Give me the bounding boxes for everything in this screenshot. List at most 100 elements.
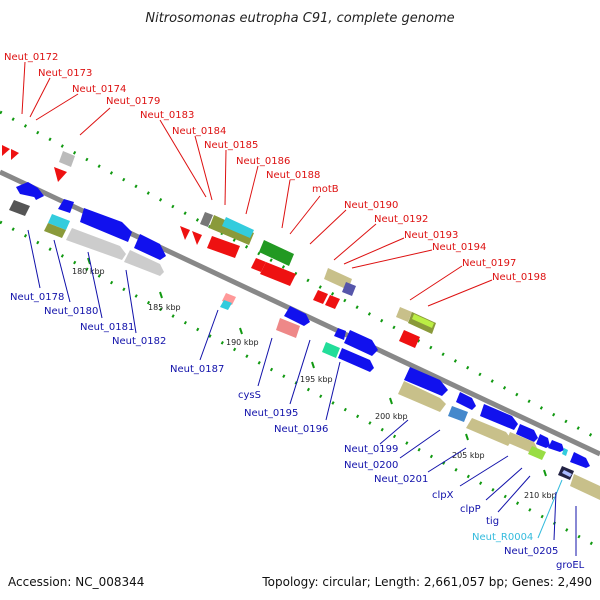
gene-label-reverse: tig: [486, 516, 499, 527]
gene-block: [9, 200, 30, 216]
gene-label-forward: Neut_0188: [266, 170, 320, 181]
gene-arrow-reverse: [548, 440, 564, 452]
gene-label-forward: Neut_0193: [404, 230, 458, 241]
map-title: Nitrosomonas eutropha C91, complete geno…: [145, 11, 454, 26]
scale-tick-line: [389, 397, 393, 405]
reverse-features: [9, 182, 600, 500]
gene-label-reverse: Neut_0196: [274, 424, 328, 435]
leader-line: [309, 209, 347, 245]
gene-arrow-forward: [399, 330, 420, 348]
gene-block: [562, 470, 572, 477]
leader-line: [194, 135, 213, 201]
gene-label-forward: motB: [312, 184, 339, 195]
gene-label-forward: Neut_0190: [344, 200, 398, 211]
gene-block: [276, 318, 300, 338]
gene-block: [48, 214, 70, 230]
reverse-labels: Neut_0178 Neut_0180 Neut_0181 Neut_0182 …: [10, 229, 585, 571]
leader-line: [289, 339, 311, 405]
leader-line: [289, 195, 321, 235]
accession-text: Accession: NC_008344: [8, 575, 144, 589]
gene-arrow-forward: [180, 226, 190, 240]
leader-line: [224, 149, 227, 206]
gene-arrow-reverse: [516, 424, 538, 442]
leader-line: [399, 429, 441, 459]
scale-tick-line: [87, 257, 91, 265]
gene-block: [528, 446, 546, 460]
leader-line: [125, 269, 137, 334]
gene-arrow-reverse: [466, 418, 512, 446]
gene-arrow-reverse: [334, 328, 346, 340]
gene-label-forward: Neut_0192: [374, 214, 428, 225]
scale-tick-line: [239, 327, 243, 335]
leader-line: [281, 179, 291, 229]
leader-line: [35, 93, 79, 121]
gene-label-forward: Neut_0186: [236, 156, 290, 167]
gene-arrow-forward: [207, 236, 240, 258]
gene-arrow-reverse: [570, 474, 600, 500]
leader-line: [53, 239, 71, 303]
gene-label-forward: Neut_0197: [462, 258, 516, 269]
gene-label-reverse: cysS: [238, 390, 261, 401]
leader-line: [427, 447, 467, 473]
gene-label-reverse: Neut_0205: [504, 546, 558, 557]
gene-arrow-forward: [2, 145, 10, 156]
scale-tick-label: 205 kbp: [452, 451, 485, 460]
leader-line: [497, 475, 531, 513]
leader-line: [343, 237, 405, 265]
gene-arrow-reverse: [456, 392, 476, 410]
scale-tick-label: 195 kbp: [300, 375, 333, 384]
leader-line: [245, 165, 259, 215]
gene-arrow-forward: [325, 295, 340, 309]
gene-label-forward: Neut_0185: [204, 140, 258, 151]
gene-label-forward: Neut_0174: [72, 84, 126, 95]
gene-block: [220, 300, 232, 310]
gene-arrow-reverse: [536, 434, 550, 448]
gene-arrow-reverse: [480, 404, 518, 430]
leader-line: [87, 251, 103, 319]
gene-label-forward: Neut_0183: [140, 110, 194, 121]
gene-label-reverse: Neut_0200: [344, 460, 398, 471]
scale-tick-label: 180 kbp: [72, 267, 105, 276]
gene-label-reverse: Neut_0178: [10, 292, 64, 303]
scale-tick-line: [311, 361, 315, 369]
leader-line: [537, 479, 563, 539]
gene-arrow-forward: [11, 149, 19, 160]
leader-line: [379, 419, 409, 445]
gene-arrow-forward: [54, 167, 67, 182]
gene-arrow-reverse: [124, 250, 164, 276]
gene-block: [412, 314, 434, 328]
gene-block: [562, 448, 568, 456]
gene-arrow-reverse: [66, 228, 126, 260]
gene-label-forward: Neut_0173: [38, 68, 92, 79]
leader-line: [459, 455, 509, 487]
scale-ticks: 180 kbp 185 kbp 190 kbp 195 kbp 200 kbp …: [72, 257, 557, 500]
leader-line: [21, 61, 26, 115]
leader-line: [199, 309, 219, 361]
gene-arrow-reverse: [338, 348, 374, 372]
gene-label-forward: Neut_0194: [432, 242, 486, 253]
gene-arrow-reverse: [398, 381, 446, 412]
gene-block: [200, 212, 213, 227]
gene-label-reverse: Neut_0182: [112, 336, 166, 347]
gene-block: [396, 307, 412, 322]
gene-block: [259, 240, 294, 266]
leader-line: [29, 77, 51, 118]
forward-features: [2, 145, 436, 348]
gene-label-reverse: Neut_0201: [374, 474, 428, 485]
gene-arrow-reverse: [30, 188, 44, 200]
leader-line: [333, 223, 377, 261]
gene-label-reverse: clpP: [460, 504, 481, 515]
gene-label-reverse: groEL: [556, 560, 585, 571]
gene-label-reverse: Neut_0181: [80, 322, 134, 333]
gene-arrow-forward: [260, 262, 296, 286]
leader-line: [553, 491, 557, 541]
leader-line: [257, 337, 273, 387]
scale-tick-line: [465, 433, 469, 441]
gene-label-reverse: Neut_0187: [170, 364, 224, 375]
leader-line: [485, 467, 523, 501]
gene-arrow-reverse: [134, 234, 166, 260]
scale-tick-label: 185 kbp: [148, 303, 181, 312]
gene-arrow-reverse: [404, 367, 448, 396]
leader-line: [409, 265, 463, 301]
